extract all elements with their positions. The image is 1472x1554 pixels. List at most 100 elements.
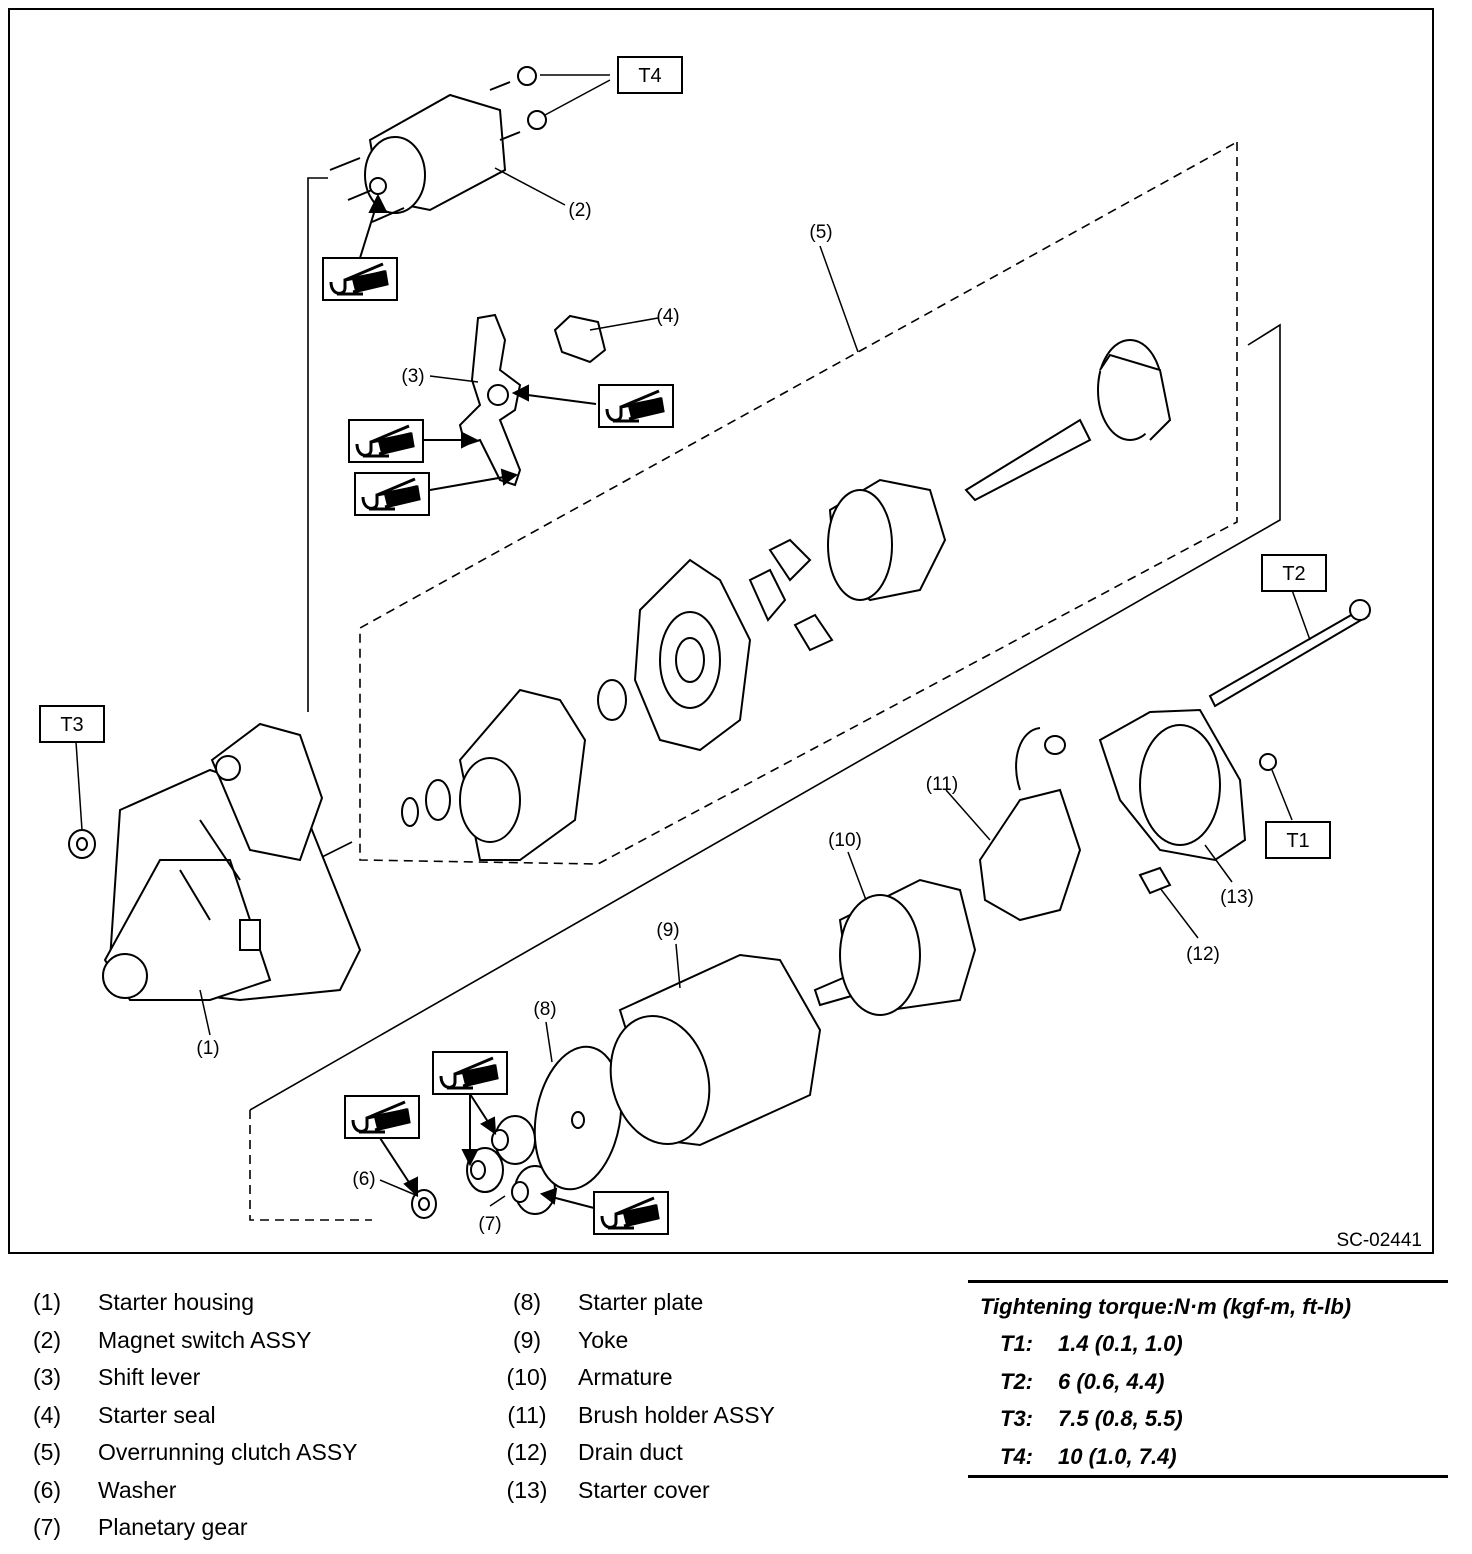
legend-number: (6) [32, 1476, 62, 1503]
yoke-part [609, 953, 822, 1147]
legend-label: Starter seal [98, 1401, 216, 1428]
torque-row: T1: 1.4 (0.1, 1.0) [968, 1325, 1448, 1363]
legend-number: (3) [32, 1364, 62, 1390]
torque-value: 1.4 (0.1, 1.0) [1058, 1331, 1183, 1356]
torque-box-label: T3 [60, 714, 83, 736]
torque-key: T4: [1000, 1443, 1033, 1469]
callout-11: (11) [926, 774, 958, 795]
torque-value: 10 (1.0, 7.4) [1058, 1443, 1177, 1469]
legend-item: (1) Starter housing [24, 1284, 358, 1322]
callout-6: (6) [352, 1169, 375, 1190]
legend-label: Starter housing [98, 1289, 254, 1315]
legend-number: (1) [32, 1289, 62, 1315]
torque-box-t1: T1 [1265, 821, 1331, 859]
torque-box-t3: T3 [39, 705, 105, 743]
grease-apply-icon [321, 256, 399, 302]
torque-row: T4: 10 (1.0, 7.4) [968, 1438, 1448, 1476]
callout-3: (3) [401, 366, 424, 387]
legend-item: (4) Starter seal [24, 1397, 358, 1435]
planetary-gear-part [466, 1115, 556, 1215]
torque-row: T2: 6 (0.6, 4.4) [968, 1363, 1448, 1401]
legend-number: (10) [506, 1364, 548, 1390]
torque-table-title: Tightening torque:N·m (kgf-m, ft-lb) [980, 1294, 1352, 1319]
legend-number: (5) [32, 1439, 62, 1465]
overrunning-clutch-part [401, 339, 1172, 861]
callout-12: (12) [1186, 944, 1220, 965]
legend-number: (11) [507, 1401, 547, 1428]
starter-seal-part [553, 314, 607, 364]
legend-item: (6) Washer [24, 1472, 358, 1510]
legend-item: (9) Yoke [502, 1322, 775, 1360]
tightening-torque-table: Tightening torque:N·m (kgf-m, ft-lb) T1:… [968, 1280, 1448, 1478]
legend-number: (2) [32, 1326, 62, 1353]
legend-number: (7) [32, 1514, 62, 1540]
torque-box-label: T4 [638, 65, 661, 87]
callout-4: (4) [656, 306, 679, 327]
legend-item: (5) Overrunning clutch ASSY [24, 1434, 358, 1472]
torque-value: 7.5 (0.8, 5.5) [1058, 1406, 1183, 1431]
starter-housing-part [102, 722, 362, 1002]
legend-label: Drain duct [578, 1439, 683, 1465]
callout-5: (5) [809, 222, 832, 243]
torque-row: T3: 7.5 (0.8, 5.5) [968, 1400, 1448, 1438]
legend-number: (8) [512, 1289, 542, 1315]
exploded-starter-diagram: T4 T2 T3 T1 (1) (2) (3) (4) (5) (6) (7) … [39, 56, 1422, 1251]
parts-legend-left: (1) Starter housing (2) Magnet switch ASSY… [24, 1284, 358, 1547]
starter-cover-part [1098, 599, 1371, 862]
grease-apply-icon [597, 383, 675, 429]
grease-apply-icon [353, 471, 431, 517]
callout-1: (1) [196, 1038, 219, 1059]
torque-box-label: T2 [1282, 563, 1305, 585]
callout-9: (9) [656, 920, 679, 941]
torque-key: T1: [1000, 1331, 1033, 1356]
assembly-dashed-lines [249, 141, 1238, 1221]
t3-nut-part [68, 829, 96, 859]
legend-item: (8) Starter plate [502, 1284, 775, 1322]
brush-holder-part [978, 727, 1082, 922]
torque-value: 6 (0.6, 4.4) [1058, 1368, 1165, 1394]
legend-item: (10) Armature [502, 1359, 775, 1397]
legend-number: (9) [512, 1326, 542, 1353]
legend-label: Overrunning clutch ASSY [98, 1439, 358, 1465]
legend-item: (7) Planetary gear [24, 1509, 358, 1547]
legend-item: (12) Drain duct [502, 1434, 775, 1472]
legend-number: (13) [506, 1476, 548, 1503]
grease-apply-icon [592, 1190, 670, 1236]
grease-arrows [359, 193, 597, 1209]
armature-part [813, 878, 977, 1016]
torque-key: T3: [1000, 1406, 1033, 1431]
legend-item: (2) Magnet switch ASSY [24, 1322, 358, 1360]
parts-legend-middle: (8) Starter plate (9) Yoke (10) Armature (1… [502, 1284, 775, 1509]
drain-duct-part [1138, 866, 1172, 895]
torque-box-label: T1 [1286, 830, 1309, 852]
magnet-switch-part [329, 66, 547, 223]
legend-number: (4) [32, 1401, 62, 1428]
legend-label: Shift lever [98, 1364, 201, 1390]
callout-8: (8) [533, 999, 556, 1020]
grease-apply-icon [347, 418, 425, 464]
figure-reference-code: SC-02441 [1336, 1230, 1422, 1251]
starter-plate-part [533, 1045, 623, 1191]
legend-label: Starter cover [578, 1476, 710, 1503]
legend-label: Washer [98, 1476, 177, 1503]
legend-label: Starter plate [578, 1289, 704, 1315]
leader-lines [75, 74, 1311, 1207]
torque-box-t2: T2 [1261, 554, 1327, 592]
legend-item: (3) Shift lever [24, 1359, 358, 1397]
callout-13: (13) [1220, 887, 1254, 908]
callout-10: (10) [828, 830, 862, 851]
legend-label: Magnet switch ASSY [98, 1326, 312, 1353]
torque-key: T2: [1000, 1368, 1033, 1394]
legend-item: (13) Starter cover [502, 1472, 775, 1510]
legend-label: Brush holder ASSY [578, 1401, 775, 1428]
callout-2: (2) [568, 200, 591, 221]
diagram-frame [8, 8, 1434, 1254]
legend-label: Planetary gear [98, 1514, 248, 1540]
legend-number: (12) [506, 1439, 548, 1465]
grease-apply-icon [431, 1050, 509, 1096]
legend-label: Yoke [578, 1326, 629, 1353]
torque-box-t4: T4 [617, 56, 683, 94]
legend-label: Armature [578, 1364, 673, 1390]
grease-apply-icon [343, 1094, 421, 1140]
shift-lever-part [458, 313, 522, 487]
